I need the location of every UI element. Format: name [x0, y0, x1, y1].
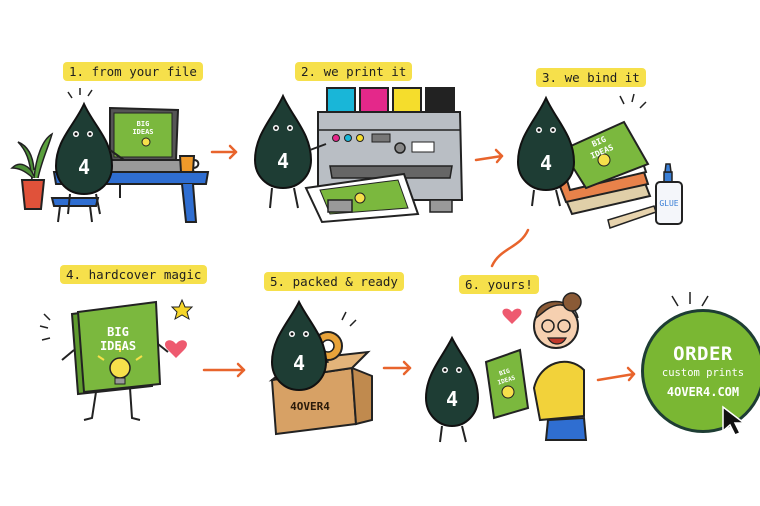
mascot-step-6 [424, 335, 480, 443]
gift-book-title-1: BIG [498, 367, 511, 377]
printer-icon [304, 87, 464, 224]
mascot-number-6: 4 [446, 387, 458, 411]
step-label-5: 5. packed & ready [264, 272, 404, 291]
step-4-scene [39, 298, 194, 421]
mug-icon [178, 155, 200, 173]
star-icon [170, 298, 194, 321]
heart-icon [502, 308, 522, 324]
cta-line-2: custom prints [661, 367, 745, 379]
step-label-4: 4. hardcover magic [60, 265, 208, 284]
mascot-number-3: 4 [540, 151, 552, 175]
step-6-scene [484, 292, 588, 441]
step-label-1: 1. from your file [63, 62, 203, 81]
glue-label: GLUE [659, 199, 678, 208]
mascot-number-1: 4 [78, 155, 90, 179]
hardcover-title-2: IDEAS [100, 339, 136, 353]
mascot-step-5 [270, 299, 328, 392]
mascot-step-1 [54, 101, 125, 215]
step-1-scene [10, 88, 210, 223]
arrow-6-cta [596, 366, 636, 382]
arrow-3-4 [490, 228, 530, 268]
laptop-book-title-2: IDEAS [132, 128, 153, 136]
order-cta-button[interactable]: ORDER custom prints 4OVER4.COM [641, 309, 760, 433]
step-3-scene: GLUE [554, 93, 683, 229]
arrow-2-3 [474, 148, 504, 164]
mascot-number-2: 4 [277, 149, 289, 173]
heart-icon [165, 340, 187, 358]
box-label: 4OVER4 [290, 400, 330, 413]
lightbulb-icon [97, 346, 143, 385]
cta-url: 4OVER4.COM [666, 385, 740, 399]
step-label-6: 6. yours! [459, 275, 539, 294]
arrow-5-6 [382, 360, 412, 376]
cta-line-1: ORDER [673, 343, 733, 365]
customer [532, 292, 588, 441]
laptop-icon [90, 106, 196, 173]
hardcover-title-1: BIG [107, 325, 129, 339]
arrow-1-2 [210, 144, 238, 160]
laptop-book-title-1: BIG [137, 120, 150, 128]
cta-sparkles [671, 292, 709, 307]
mascot-step-3 [516, 95, 576, 207]
arrow-4-5 [202, 362, 246, 378]
mascot-step-2 [253, 93, 327, 209]
step-label-2: 2. we print it [295, 62, 413, 81]
mascot-number-5: 4 [293, 351, 305, 375]
plant-icon [10, 132, 54, 210]
glue-bottle-icon: GLUE [655, 163, 683, 225]
flow-arrows [202, 144, 636, 382]
cursor-icon [722, 405, 747, 436]
step-label-3: 3. we bind it [536, 68, 646, 87]
